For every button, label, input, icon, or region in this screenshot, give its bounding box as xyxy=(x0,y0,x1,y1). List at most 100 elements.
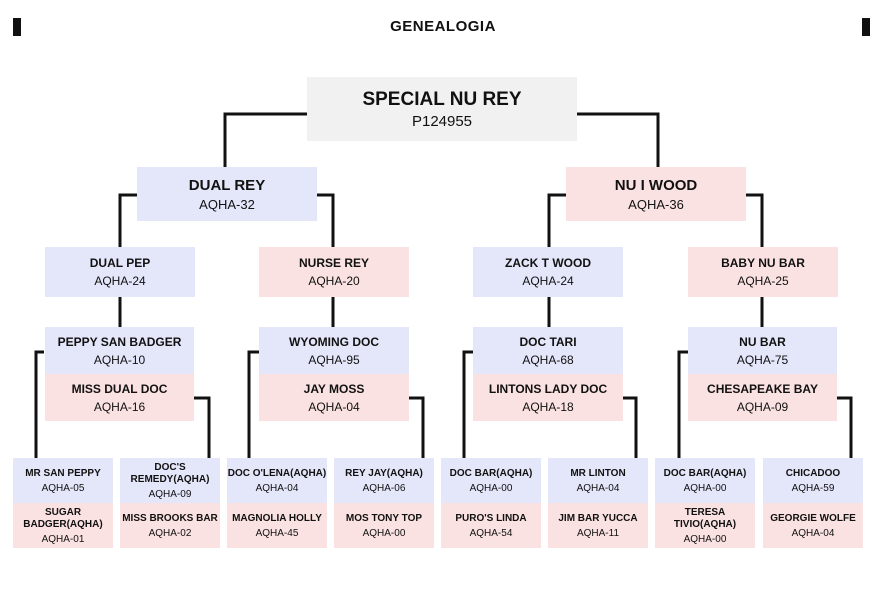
horse-name: DOC TARI xyxy=(519,334,577,349)
horse-registration: AQHA-25 xyxy=(737,274,789,288)
horse-registration: AQHA-04 xyxy=(576,482,620,494)
horse-card-gen4-dam[interactable]: GEORGIE WOLFE AQHA-04 xyxy=(763,503,863,548)
horse-card-gen4-dam[interactable]: JIM BAR YUCCA AQHA-11 xyxy=(548,503,648,548)
horse-name: DUAL REY xyxy=(188,176,266,194)
horse-registration: AQHA-06 xyxy=(362,482,406,494)
horse-registration: AQHA-04 xyxy=(308,399,360,414)
connector-g3-3-right xyxy=(623,396,638,458)
left-corner-marker xyxy=(13,18,21,36)
horse-registration: AQHA-09 xyxy=(736,399,789,414)
horse-registration: AQHA-68 xyxy=(522,352,574,367)
right-corner-marker xyxy=(862,18,870,36)
horse-card-gen4-sire[interactable]: MR LINTON AQHA-04 xyxy=(548,458,648,503)
horse-card-gen4-sire[interactable]: DOC'S REMEDY(AQHA) AQHA-09 xyxy=(120,458,220,503)
horse-card-gen2[interactable]: ZACK T WOOD AQHA-24 xyxy=(473,247,623,297)
horse-name: REY JAY(AQHA) xyxy=(345,467,423,479)
horse-card-gen4-sire[interactable]: REY JAY(AQHA) AQHA-06 xyxy=(334,458,434,503)
horse-registration: AQHA-05 xyxy=(41,482,85,494)
horse-name: MOS TONY TOP xyxy=(345,512,423,524)
horse-name: DOC BAR(AQHA) xyxy=(449,467,533,479)
horse-card-gen4-dam[interactable]: PURO'S LINDA AQHA-54 xyxy=(441,503,541,548)
horse-registration: AQHA-00 xyxy=(469,482,513,494)
horse-card-gen4-sire[interactable]: MR SAN PEPPY AQHA-05 xyxy=(13,458,113,503)
horse-registration: AQHA-95 xyxy=(308,352,360,367)
horse-name: TERESA TIVIO(AQHA) xyxy=(673,506,737,530)
horse-card-gen4-sire[interactable]: DOC BAR(AQHA) AQHA-00 xyxy=(655,458,755,503)
horse-name: SUGAR BADGER(AQHA) xyxy=(23,506,103,530)
horse-registration: P124955 xyxy=(411,112,473,130)
horse-registration: AQHA-36 xyxy=(628,196,684,212)
horse-card-gen4-dam[interactable]: MISS BROOKS BAR AQHA-02 xyxy=(120,503,220,548)
horse-name: SPECIAL NU REY xyxy=(362,88,522,110)
horse-card-gen3-sire[interactable]: WYOMING DOC AQHA-95 xyxy=(259,327,409,374)
connector-g3-4-left xyxy=(677,350,688,458)
horse-card-gen2[interactable]: NURSE REY AQHA-20 xyxy=(259,247,409,297)
horse-registration: AQHA-75 xyxy=(736,352,789,367)
horse-registration: AQHA-00 xyxy=(683,482,727,494)
horse-registration: AQHA-11 xyxy=(576,527,620,539)
horse-name: NURSE REY xyxy=(298,256,369,270)
connector-g3-4-right xyxy=(837,396,853,458)
horse-registration: AQHA-16 xyxy=(93,399,146,414)
horse-card-gen3-dam[interactable]: MISS DUAL DOC AQHA-16 xyxy=(45,374,194,421)
connector-g3-2-left xyxy=(247,350,259,458)
page-title: GENEALOGIA xyxy=(390,18,496,35)
horse-registration: AQHA-00 xyxy=(362,527,406,539)
horse-card-gen3-sire[interactable]: NU BAR AQHA-75 xyxy=(688,327,837,374)
horse-name: DOC'S REMEDY(AQHA) xyxy=(130,461,210,485)
connector-dualrey-dualpep xyxy=(118,193,137,247)
horse-card-gen4-dam[interactable]: TERESA TIVIO(AQHA) AQHA-00 xyxy=(655,503,755,548)
connector-g3-2-right xyxy=(409,396,425,458)
connector-nuiwood-babynubar xyxy=(746,193,764,247)
horse-card-root[interactable]: SPECIAL NU REY P124955 xyxy=(307,77,577,141)
horse-registration: AQHA-01 xyxy=(41,533,85,545)
connector-root-dam xyxy=(577,112,660,167)
horse-card-gen3-sire[interactable]: PEPPY SAN BADGER AQHA-10 xyxy=(45,327,194,374)
horse-name: PURO'S LINDA xyxy=(455,512,527,524)
horse-registration: AQHA-24 xyxy=(94,274,146,288)
horse-registration: AQHA-00 xyxy=(683,533,727,545)
horse-registration: AQHA-02 xyxy=(148,527,192,539)
horse-name: GEORGIE WOLFE xyxy=(770,512,856,524)
horse-registration: AQHA-20 xyxy=(308,274,360,288)
horse-card-gen4-sire[interactable]: DOC BAR(AQHA) AQHA-00 xyxy=(441,458,541,503)
horse-name: JIM BAR YUCCA xyxy=(558,512,638,524)
horse-card-gen4-dam[interactable]: MAGNOLIA HOLLY AQHA-45 xyxy=(227,503,327,548)
horse-card-gen3-sire[interactable]: DOC TARI AQHA-68 xyxy=(473,327,623,374)
connector-g3-1-right xyxy=(194,396,211,458)
horse-card-gen2[interactable]: BABY NU BAR AQHA-25 xyxy=(688,247,838,297)
horse-card-gen3-dam[interactable]: JAY MOSS AQHA-04 xyxy=(259,374,409,421)
horse-registration: AQHA-18 xyxy=(522,399,574,414)
horse-card-gen3-dam[interactable]: LINTONS LADY DOC AQHA-18 xyxy=(473,374,623,421)
horse-card-gen4-dam[interactable]: SUGAR BADGER(AQHA) AQHA-01 xyxy=(13,503,113,548)
horse-name: PEPPY SAN BADGER xyxy=(57,334,182,349)
horse-card-sire[interactable]: DUAL REY AQHA-32 xyxy=(137,167,317,221)
connector-g3-3-left xyxy=(462,350,473,458)
horse-card-gen4-dam[interactable]: MOS TONY TOP AQHA-00 xyxy=(334,503,434,548)
connector-root-sire xyxy=(223,112,307,167)
horse-registration: AQHA-24 xyxy=(522,274,574,288)
horse-name: CHESAPEAKE BAY xyxy=(707,381,818,396)
horse-card-gen4-sire[interactable]: CHICADOO AQHA-59 xyxy=(763,458,863,503)
horse-registration: AQHA-09 xyxy=(148,488,192,500)
horse-registration: AQHA-59 xyxy=(791,482,835,494)
horse-registration: AQHA-10 xyxy=(93,352,146,367)
horse-registration: AQHA-45 xyxy=(255,527,299,539)
horse-registration: AQHA-54 xyxy=(469,527,513,539)
horse-name: DOC BAR(AQHA) xyxy=(663,467,747,479)
horse-name: DUAL PEP xyxy=(89,256,151,270)
horse-registration: AQHA-04 xyxy=(791,527,835,539)
horse-name: MR LINTON xyxy=(570,467,626,479)
horse-card-dam[interactable]: NU I WOOD AQHA-36 xyxy=(566,167,746,221)
horse-card-gen3-dam[interactable]: CHESAPEAKE BAY AQHA-09 xyxy=(688,374,837,421)
horse-name: DOC O'LENA(AQHA) xyxy=(227,467,327,479)
horse-name: MR SAN PEPPY xyxy=(25,467,101,479)
horse-name: JAY MOSS xyxy=(303,381,365,396)
horse-name: MISS BROOKS BAR xyxy=(122,512,218,524)
horse-name: ZACK T WOOD xyxy=(505,256,591,270)
horse-name: BABY NU BAR xyxy=(721,256,805,270)
horse-card-gen2[interactable]: DUAL PEP AQHA-24 xyxy=(45,247,195,297)
horse-card-gen4-sire[interactable]: DOC O'LENA(AQHA) AQHA-04 xyxy=(227,458,327,503)
horse-name: WYOMING DOC xyxy=(289,334,379,349)
